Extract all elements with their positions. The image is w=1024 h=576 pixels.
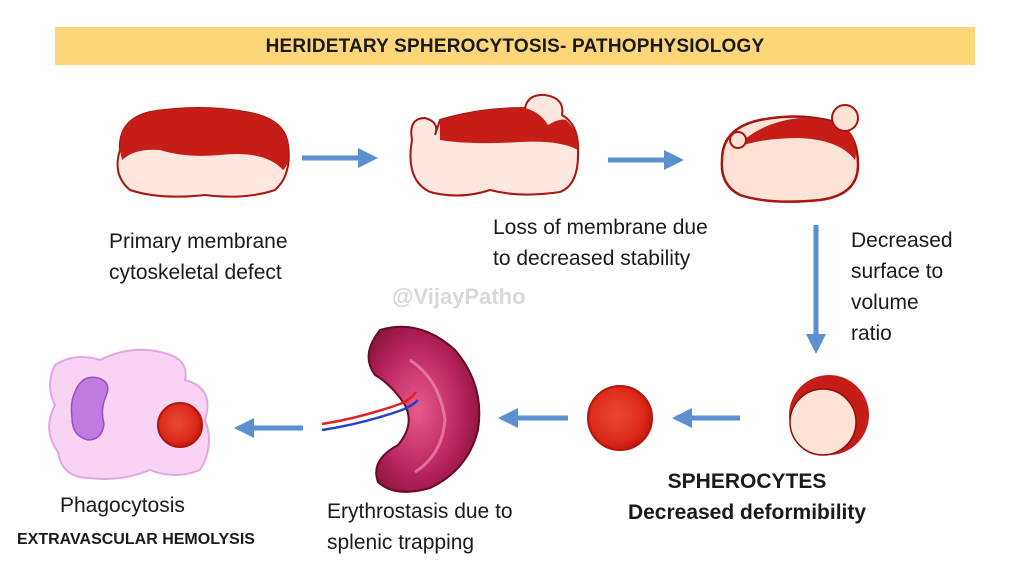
label-line: Primary membrane (109, 230, 288, 253)
label-line: SPHEROCYTES (667, 470, 827, 493)
engulfed-rbc (157, 402, 203, 448)
red-spherocyte (587, 385, 653, 451)
label-line: splenic trapping (327, 531, 475, 554)
label-line: ratio (851, 322, 892, 345)
label-primary-defect: Primary membrane cytoskeletal defect (109, 226, 288, 288)
label-line: Loss of membrane due (493, 216, 708, 239)
label-line: Decreased deformibility (627, 501, 867, 524)
rbc-decreased-surface (720, 104, 860, 203)
label-spherocytes: SPHEROCYTES Decreased deformibility (618, 466, 876, 528)
label-line: to decreased stability (493, 247, 691, 270)
rbc-membrane-loss (409, 93, 580, 197)
label-line: Decreased (851, 229, 953, 252)
label-line: surface to (851, 260, 944, 283)
title-banner: HERIDETARY SPHEROCYTOSIS- PATHOPHYSIOLOG… (55, 27, 975, 65)
label-extravascular-hemolysis: EXTRAVASCULAR HEMOLYSIS (17, 531, 255, 548)
watermark: @VijayPatho (392, 284, 526, 309)
macrophage-illustration (48, 348, 210, 480)
label-phagocytosis: Phagocytosis (60, 494, 185, 517)
spherocyte-cell (789, 375, 869, 456)
spleen-illustration (321, 325, 481, 493)
label-line: volume (851, 291, 919, 314)
label-membrane-loss: Loss of membrane due to decreased stabil… (493, 212, 708, 274)
page-title: HERIDETARY SPHEROCYTOSIS- PATHOPHYSIOLOG… (265, 36, 765, 57)
rbc-primary-defect (116, 107, 290, 198)
label-line: Erythrostasis due to (327, 500, 513, 523)
label-decreased-surface: Decreased surface to volume ratio (851, 225, 953, 349)
label-line: cytoskeletal defect (109, 261, 282, 284)
label-erythrostasis: Erythrostasis due to splenic trapping (327, 496, 513, 558)
